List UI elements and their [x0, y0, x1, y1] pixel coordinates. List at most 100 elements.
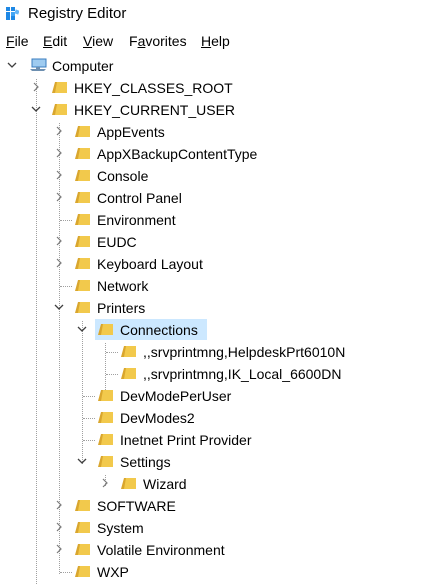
selection-highlight	[95, 319, 207, 340]
tree-node-label: EUDC	[97, 234, 137, 250]
chevron-right-icon[interactable]	[99, 477, 111, 489]
tree-node-hkey-classes-root[interactable]: HKEY_CLASSES_ROOT	[0, 77, 432, 99]
tree-guide-line	[83, 418, 95, 419]
tree-node-label: Wizard	[143, 476, 187, 492]
chevron-down-icon[interactable]	[6, 59, 18, 71]
menu-edit[interactable]: Edit	[43, 32, 67, 50]
menu-favorites-pre: F	[129, 33, 138, 49]
chevron-right-icon[interactable]	[53, 235, 65, 247]
tree-guide-line	[83, 396, 95, 397]
tree-node-label: Printers	[97, 300, 146, 316]
menu-help-accel: H	[201, 33, 212, 49]
menu-file-label: ile	[14, 33, 29, 49]
tree-node-computer[interactable]: Computer	[0, 55, 432, 77]
tree-node-inetnet-print-provider[interactable]: Inetnet Print Provider	[0, 429, 432, 451]
tree-node-network[interactable]: Network	[0, 275, 432, 297]
chevron-down-icon[interactable]	[76, 455, 88, 467]
folder-icon	[121, 368, 136, 379]
folder-icon	[121, 346, 136, 357]
folder-icon	[75, 280, 90, 291]
tree-node-printers[interactable]: Printers	[0, 297, 432, 319]
menu-favorites[interactable]: Favorites	[129, 32, 187, 50]
menu-file[interactable]: File	[6, 32, 29, 50]
folder-icon	[75, 236, 90, 247]
chevron-right-icon[interactable]	[53, 499, 65, 511]
menu-edit-accel: E	[43, 33, 53, 49]
chevron-down-icon[interactable]	[76, 323, 88, 335]
window-title: Registry Editor	[28, 5, 127, 22]
folder-icon	[75, 522, 90, 533]
chevron-right-icon[interactable]	[53, 543, 65, 555]
tree-node-label: Control Panel	[97, 190, 182, 206]
tree-node-wizard[interactable]: Wizard	[0, 473, 432, 495]
tree-guide-line	[106, 374, 118, 375]
tree-node-system[interactable]: System	[0, 517, 432, 539]
tree-node-label: System	[97, 520, 144, 536]
tree-guide-line	[60, 286, 72, 287]
chevron-right-icon[interactable]	[53, 169, 65, 181]
tree-node-devmodeperuser[interactable]: DevModePerUser	[0, 385, 432, 407]
tree-node-environment[interactable]: Environment	[0, 209, 432, 231]
folder-icon	[121, 478, 136, 489]
tree-node-connection-ik-local[interactable]: ,,srvprintmng,IK_Local_6600DN	[0, 363, 432, 385]
tree-node-appxbackupcontenttype[interactable]: AppXBackupContentType	[0, 143, 432, 165]
tree-node-keyboard-layout[interactable]: Keyboard Layout	[0, 253, 432, 275]
tree-node-label: Settings	[120, 454, 171, 470]
tree-node-label: Computer	[52, 58, 114, 74]
chevron-right-icon[interactable]	[53, 147, 65, 159]
chevron-right-icon[interactable]	[53, 125, 65, 137]
tree-node-label: Inetnet Print Provider	[120, 432, 252, 448]
menu-help[interactable]: Help	[201, 32, 230, 50]
chevron-right-icon[interactable]	[53, 521, 65, 533]
menu-favorites-accel: a	[137, 33, 146, 49]
title-bar: Registry Editor	[0, 0, 432, 28]
folder-icon	[98, 412, 113, 423]
tree-node-label: HKEY_CURRENT_USER	[74, 102, 236, 118]
registry-tree[interactable]: Computer HKEY_CLASSES_ROOT HKEY_CURRENT_…	[0, 55, 432, 584]
chevron-down-icon[interactable]	[53, 301, 65, 313]
folder-open-icon	[98, 456, 113, 467]
menu-view-label: iew	[92, 33, 114, 49]
tree-node-hkey-current-user[interactable]: HKEY_CURRENT_USER	[0, 99, 432, 121]
tree-node-devmodes2[interactable]: DevModes2	[0, 407, 432, 429]
tree-node-label: Network	[97, 278, 149, 294]
folder-icon	[52, 82, 67, 93]
folder-icon	[75, 258, 90, 269]
tree-node-label: ,,srvprintmng,IK_Local_6600DN	[143, 366, 342, 382]
tree-node-label: Console	[97, 168, 149, 184]
tree-node-settings[interactable]: Settings	[0, 451, 432, 473]
tree-node-label: HKEY_CLASSES_ROOT	[74, 80, 233, 96]
chevron-right-icon[interactable]	[53, 257, 65, 269]
folder-icon	[75, 192, 90, 203]
tree-node-volatile-environment[interactable]: Volatile Environment	[0, 539, 432, 561]
tree-node-label: WXP	[97, 564, 129, 580]
tree-node-wxp[interactable]: WXP	[0, 561, 432, 583]
tree-node-appevents[interactable]: AppEvents	[0, 121, 432, 143]
tree-node-label-selected: Connections	[120, 322, 198, 338]
tree-node-label: Volatile Environment	[97, 542, 225, 558]
tree-guide-line	[60, 572, 72, 573]
folder-icon	[75, 148, 90, 159]
chevron-down-icon[interactable]	[30, 103, 42, 115]
tree-node-control-panel[interactable]: Control Panel	[0, 187, 432, 209]
menu-view[interactable]: View	[83, 32, 113, 50]
tree-node-label: Environment	[97, 212, 176, 228]
chevron-right-icon[interactable]	[53, 191, 65, 203]
folder-icon	[75, 126, 90, 137]
tree-node-label: DevModes2	[120, 410, 195, 426]
menu-favorites-label: vorites	[145, 33, 187, 49]
computer-icon	[30, 58, 47, 71]
folder-open-icon	[75, 302, 90, 313]
tree-node-label: AppEvents	[97, 124, 165, 140]
folder-icon	[75, 214, 90, 225]
menu-view-accel: V	[83, 33, 93, 49]
tree-node-connections[interactable]: Connections	[0, 319, 432, 341]
tree-node-connection-helpdesk[interactable]: ,,srvprintmng,HelpdeskPrt6010N	[0, 341, 432, 363]
tree-node-software[interactable]: SOFTWARE	[0, 495, 432, 517]
tree-guide-line	[60, 220, 72, 221]
tree-node-console[interactable]: Console	[0, 165, 432, 187]
tree-node-label: SOFTWARE	[97, 498, 176, 514]
chevron-right-icon[interactable]	[30, 81, 42, 93]
tree-node-eudc[interactable]: EUDC	[0, 231, 432, 253]
